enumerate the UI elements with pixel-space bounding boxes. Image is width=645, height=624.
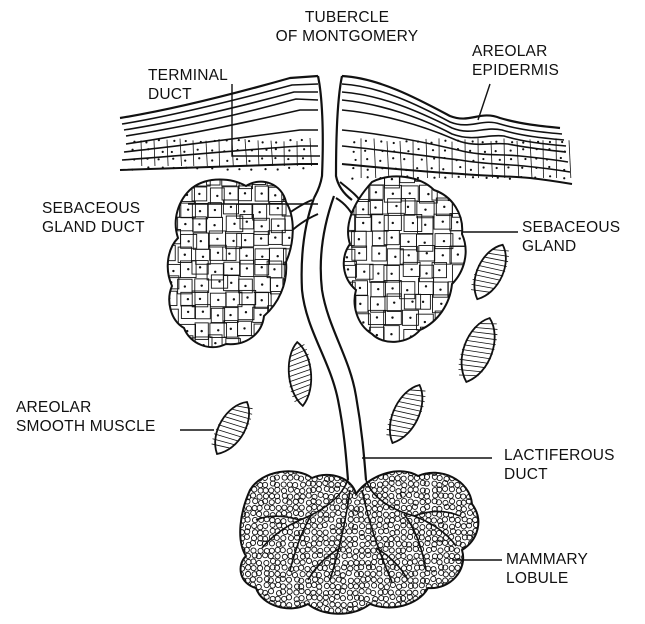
label-tubercle-of-montgomery: TUBERCLE OF MONTGOMERY bbox=[262, 8, 432, 46]
smooth-muscle-bundle bbox=[380, 379, 432, 448]
label-areolar-epidermis-line1: AREOLAR bbox=[472, 42, 559, 61]
label-terminal-duct: TERMINAL DUCT bbox=[148, 66, 228, 104]
mammary-lobule bbox=[232, 462, 486, 620]
label-sebaceous-gland: SEBACEOUS GLAND bbox=[522, 218, 620, 256]
label-tubercle-line1: TUBERCLE bbox=[262, 8, 432, 27]
label-areolar-smooth-muscle-line1: AREOLAR bbox=[16, 398, 156, 417]
smooth-muscle-bundle bbox=[285, 341, 314, 407]
label-terminal-duct-line2: DUCT bbox=[148, 85, 228, 104]
smooth-muscle-bundle bbox=[465, 239, 515, 305]
label-lactiferous-duct: LACTIFEROUS DUCT bbox=[504, 446, 615, 484]
label-tubercle-line2: OF MONTGOMERY bbox=[262, 27, 432, 46]
label-areolar-smooth-muscle-line2: SMOOTH MUSCLE bbox=[16, 417, 156, 436]
sebaceous-gland-right bbox=[336, 166, 485, 362]
label-mammary-lobule-line1: MAMMARY bbox=[506, 550, 588, 569]
sebaceous-gland-left bbox=[162, 170, 318, 355]
label-areolar-epidermis-line2: EPIDERMIS bbox=[472, 61, 559, 80]
label-terminal-duct-line1: TERMINAL bbox=[148, 66, 228, 85]
epidermis-cell-dots bbox=[131, 139, 566, 180]
label-sebaceous-gland-line1: SEBACEOUS bbox=[522, 218, 620, 237]
label-lactiferous-duct-line2: DUCT bbox=[504, 465, 615, 484]
label-sebaceous-gland-duct-line1: SEBACEOUS bbox=[42, 199, 145, 218]
label-mammary-lobule: MAMMARY LOBULE bbox=[506, 550, 588, 588]
label-areolar-epidermis: AREOLAR EPIDERMIS bbox=[472, 42, 559, 80]
label-sebaceous-gland-line2: GLAND bbox=[522, 237, 620, 256]
label-areolar-smooth-muscle: AREOLAR SMOOTH MUSCLE bbox=[16, 398, 156, 436]
smooth-muscle-bundle bbox=[205, 395, 259, 461]
label-sebaceous-gland-duct-line2: GLAND DUCT bbox=[42, 218, 145, 237]
label-sebaceous-gland-duct: SEBACEOUS GLAND DUCT bbox=[42, 199, 145, 237]
label-lactiferous-duct-line1: LACTIFEROUS bbox=[504, 446, 615, 465]
label-mammary-lobule-line2: LOBULE bbox=[506, 569, 588, 588]
smooth-muscle-bundle bbox=[452, 313, 504, 387]
terminal-duct bbox=[314, 76, 352, 200]
